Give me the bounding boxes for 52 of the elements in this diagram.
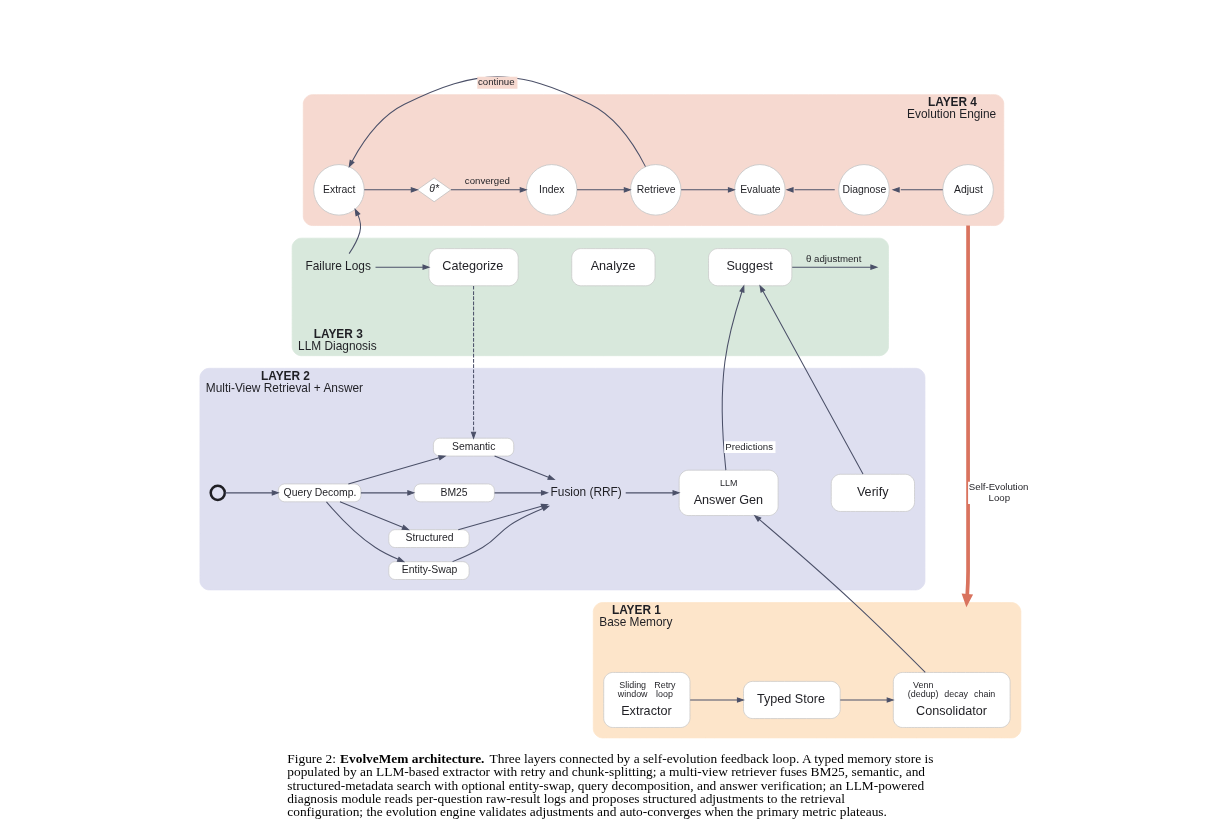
node-circle: Diagnose bbox=[838, 164, 890, 216]
node-circle: Evaluate bbox=[734, 164, 786, 216]
arrow bbox=[576, 187, 632, 193]
arrow bbox=[785, 187, 836, 193]
node-box: Analyze bbox=[571, 248, 656, 287]
node-box: LLM Answer Gen bbox=[678, 469, 779, 516]
arrow bbox=[839, 697, 895, 703]
node-box: Categorize bbox=[428, 248, 519, 287]
node-text: Failure Logs bbox=[305, 259, 371, 274]
node-circle: Retrieve bbox=[630, 164, 682, 216]
arrow bbox=[450, 187, 528, 193]
arrow bbox=[375, 264, 431, 270]
edge-label: continue bbox=[478, 76, 515, 88]
node-box: Query Decomp. bbox=[278, 483, 362, 503]
arrow bbox=[689, 697, 745, 703]
node-box: Venn (dedup) decay chain Consolidator bbox=[892, 672, 1011, 728]
arrow bbox=[791, 264, 879, 270]
node-box: Semantic bbox=[433, 437, 515, 457]
arrow bbox=[470, 285, 477, 440]
node-box: BM25 bbox=[413, 483, 495, 503]
caption: Figure 2: EvolveMem architecture. Three layers connected by a self-evolution feedback loop. A typed memory store is populated by an LLM-based extractor with retry and chunk-splitting; a multi-view retriever fuses BM25, semantic, and structured-metadata search with optional entity-swap, query decomposition, and answer verification; an LLM-powered diagnosis module reads per-question raw-result logs and proposes structured adjustments to the retrieval configuration; the evolution engine validates adjustments and auto-converges when the primary metric plateaus. bbox=[287, 750, 934, 820]
edge-label: converged bbox=[464, 175, 510, 187]
arrow bbox=[224, 490, 280, 496]
arrow bbox=[680, 187, 736, 193]
node-circle bbox=[209, 484, 227, 502]
node-diamond: θ* bbox=[417, 177, 452, 203]
arrow bbox=[339, 501, 410, 531]
edge-label: Self-Evolution Loop bbox=[968, 481, 1029, 503]
arrow bbox=[363, 187, 419, 193]
node-box: Sliding window Retry loop Extractor bbox=[603, 672, 691, 728]
node-circle: Adjust bbox=[942, 164, 994, 216]
arrow bbox=[625, 490, 681, 496]
edge-label: θ adjustment bbox=[806, 252, 862, 264]
node-box: Suggest bbox=[708, 248, 793, 287]
edge-label: Predictions bbox=[725, 440, 774, 452]
arrow bbox=[494, 455, 556, 480]
arrow bbox=[721, 284, 745, 471]
arrow bbox=[759, 284, 864, 475]
node-box: Structured bbox=[388, 529, 470, 548]
node-box: Verify bbox=[830, 473, 915, 512]
arrow bbox=[348, 208, 362, 255]
arrow bbox=[891, 187, 944, 193]
node-box: Typed Store bbox=[743, 681, 841, 719]
arrow bbox=[360, 490, 416, 496]
arrow bbox=[753, 514, 926, 673]
node-box: Entity-Swap bbox=[388, 561, 470, 580]
arrow bbox=[347, 455, 447, 485]
arrow bbox=[961, 225, 974, 608]
node-text: Fusion (RRF) bbox=[550, 484, 622, 499]
node-circle: Index bbox=[525, 164, 578, 216]
arrow bbox=[325, 501, 406, 563]
arrow bbox=[494, 490, 549, 496]
